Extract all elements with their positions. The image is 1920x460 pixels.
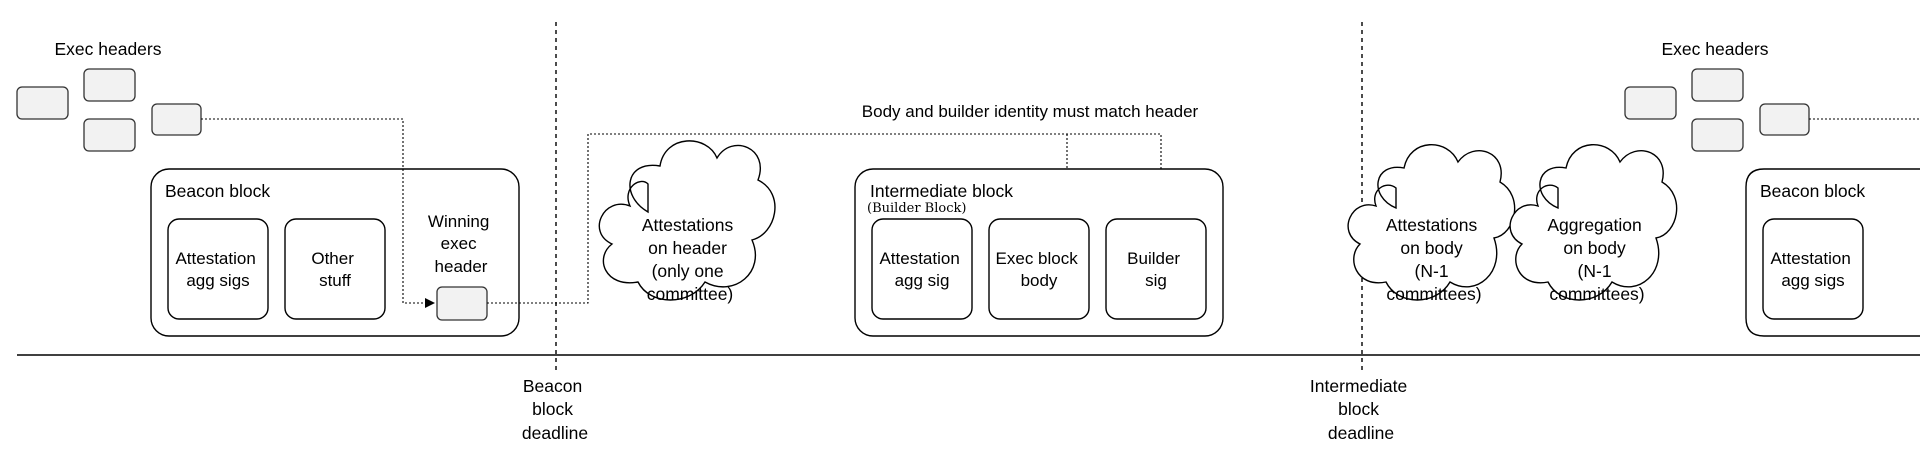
cloud-shape [1347, 144, 1516, 301]
exec-header-box [83, 118, 136, 152]
exec-header-stack-right [1624, 68, 1810, 152]
header-match-connector [487, 133, 1166, 304]
attestations-on-body-cloud: Attestations on body (N-1 committees) [1347, 144, 1516, 304]
attestations-on-header-cloud: Attestations on header (only one committ… [598, 140, 776, 304]
exec-header-box [1624, 86, 1677, 120]
beacon-block-title: Beacon block [165, 181, 270, 201]
winning-exec-header-box [436, 286, 488, 321]
beacon-block-deadline-label: Beacon block deadline [522, 376, 588, 443]
header-match-note: Body and builder identity must match hea… [862, 102, 1199, 121]
exec-header-box [151, 103, 202, 136]
intermediate-block: Intermediate block (Builder Block) Attes… [854, 168, 1224, 337]
beacon-block-title-right: Beacon block [1760, 181, 1865, 201]
exec-header-stack-left [16, 68, 202, 152]
exec-header-box [1691, 68, 1744, 102]
attestations-on-header-label: Attestations on header (only one committ… [642, 215, 738, 304]
exec-headers-label-left: Exec headers [54, 39, 161, 59]
intermediate-block-subtitle: (Builder Block) [867, 201, 966, 216]
winning-exec-header-label: Winning exec header [428, 212, 494, 276]
attestation-agg-sigs-label-right: Attestation agg sigs [1770, 249, 1855, 290]
cloud-shape [598, 140, 776, 301]
exec-block-body-box [988, 218, 1090, 320]
attestation-agg-sig-label: Attestation agg sig [879, 249, 964, 290]
aggregation-on-body-cloud: Aggregation on body (N-1 committees) [1509, 144, 1678, 304]
exec-header-box [16, 86, 69, 120]
intermediate-block-title: Intermediate block [870, 181, 1013, 201]
exec-header-box [1691, 118, 1744, 152]
attestation-agg-sig-box [871, 218, 973, 320]
other-stuff-label: Other stuff [311, 249, 358, 290]
beacon-block-left: Beacon block Attestation agg sigs Other … [150, 168, 520, 337]
builder-sig-label: Builder sig [1127, 249, 1185, 290]
attestation-agg-sigs-box-right [1762, 218, 1864, 320]
other-stuff-box [284, 218, 386, 320]
intermediate-block-deadline-label: Intermediate block deadline [1310, 376, 1412, 443]
attestation-agg-sigs-label: Attestation agg sigs [175, 249, 260, 290]
cloud-shape [1509, 144, 1678, 301]
winning-header-connector [201, 118, 435, 308]
exec-header-box [83, 68, 136, 102]
aggregation-on-body-label: Aggregation on body (N-1 committees) [1547, 215, 1646, 304]
attestation-agg-sigs-box [167, 218, 269, 320]
exec-header-box [1759, 103, 1810, 136]
attestations-on-body-label: Attestations on body (N-1 committees) [1386, 215, 1482, 304]
exec-headers-label-right: Exec headers [1661, 39, 1768, 59]
exec-block-body-label: Exec block body [996, 249, 1083, 290]
beacon-block-right: Beacon block Attestation agg sigs [1745, 168, 1920, 337]
builder-sig-box [1105, 218, 1207, 320]
